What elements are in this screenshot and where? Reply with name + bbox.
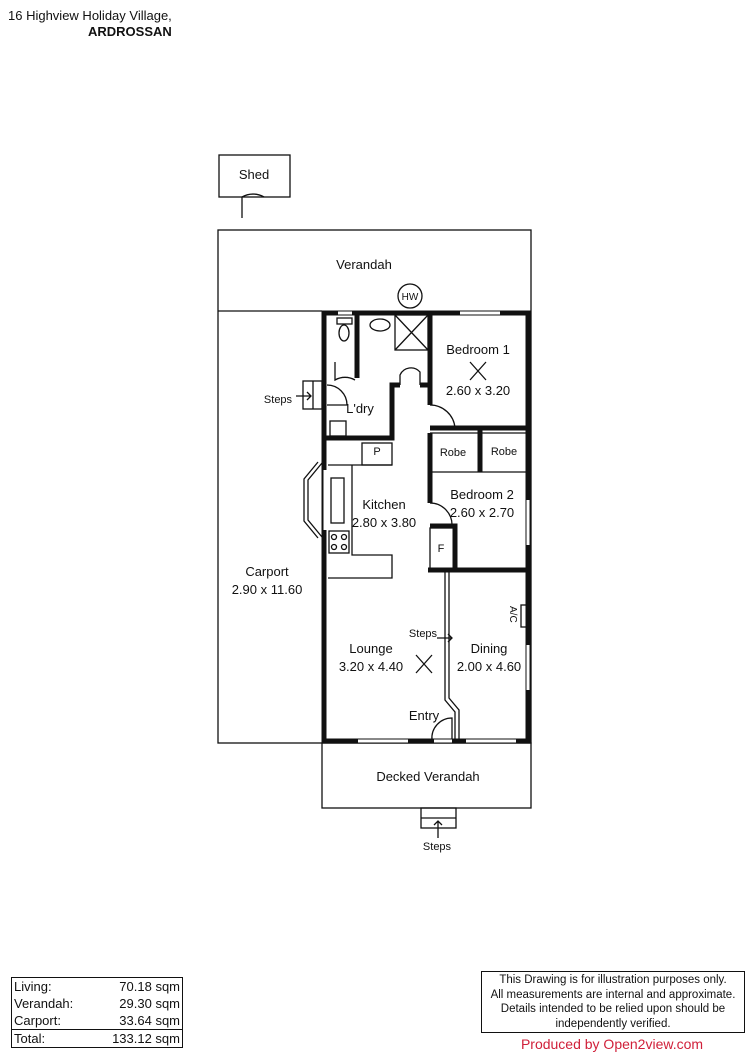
laundry-tub xyxy=(329,420,347,437)
disclaimer-line: Details intended to be relied upon shoul… xyxy=(500,1003,726,1015)
area-value: 70.18 sqm xyxy=(119,979,180,994)
size-bedroom1: 2.60 x 3.20 xyxy=(446,383,510,398)
label-hw: HW xyxy=(402,292,419,303)
label-verandah: Verandah xyxy=(336,257,392,272)
producer-credit: Produced by Open2view.com xyxy=(520,1036,704,1052)
disclaimer-box: This Drawing is for illustration purpose… xyxy=(481,971,745,1033)
ceiling-fan-icon xyxy=(415,654,433,674)
lounge-dining-divider xyxy=(444,572,460,740)
town-name: ARDROSSAN xyxy=(88,24,172,39)
label-steps-front: Steps xyxy=(423,841,452,853)
label-bedroom1: Bedroom 1 xyxy=(446,342,510,357)
shed-outline xyxy=(218,154,291,198)
label-carport: Carport xyxy=(245,564,289,579)
label-dining: Dining xyxy=(471,641,508,656)
disclaimer-line: All measurements are internal and approx… xyxy=(490,988,736,1001)
label-kitchen: Kitchen xyxy=(362,497,405,512)
area-value: 33.64 sqm xyxy=(119,1013,180,1028)
area-summary-table: Living: 70.18 sqm Verandah: 29.30 sqm Carp… xyxy=(11,977,183,1048)
label-pantry: P xyxy=(373,446,380,458)
size-kitchen: 2.80 x 3.80 xyxy=(352,515,416,530)
total-label: Total: xyxy=(14,1031,46,1046)
label-robe-2: Robe xyxy=(491,446,517,458)
label-bedroom2: Bedroom 2 xyxy=(450,487,514,502)
disclaimer-line: independently verified. xyxy=(555,1017,671,1030)
toilet-icon xyxy=(338,324,350,342)
arrow-up-icon xyxy=(433,820,443,838)
sink-icon xyxy=(330,477,345,524)
size-lounge: 3.20 x 4.40 xyxy=(339,659,403,674)
cooktop-icon xyxy=(328,530,350,554)
label-ac: A/C xyxy=(507,606,518,623)
address-line: 16 Highview Holiday Village, xyxy=(8,8,172,23)
area-row: Carport: 33.64 sqm xyxy=(12,1012,182,1029)
label-decked-verandah: Decked Verandah xyxy=(376,769,479,784)
hot-water-unit xyxy=(397,283,423,309)
area-label: Verandah: xyxy=(14,996,74,1011)
size-carport: 2.90 x 11.60 xyxy=(232,582,303,597)
address-header: 16 Highview Holiday Village, ARDROSSAN xyxy=(8,8,172,40)
kitchen-bench xyxy=(328,464,393,579)
label-laundry: L'dry xyxy=(346,401,374,416)
shed-door xyxy=(241,193,265,218)
label-robe-1: Robe xyxy=(440,447,466,459)
arrow-right-icon xyxy=(296,391,312,401)
label-lounge: Lounge xyxy=(349,641,392,656)
total-value: 133.12 sqm xyxy=(112,1031,180,1046)
label-shed: Shed xyxy=(239,167,269,182)
area-row: Verandah: 29.30 sqm xyxy=(12,995,182,1012)
bay-window xyxy=(303,461,323,539)
label-fridge: F xyxy=(438,543,445,555)
size-dining: 2.00 x 4.60 xyxy=(457,659,521,674)
label-entry: Entry xyxy=(409,708,440,723)
area-total-row: Total: 133.12 sqm xyxy=(12,1029,182,1047)
area-row: Living: 70.18 sqm xyxy=(12,978,182,995)
label-steps-inner: Steps xyxy=(409,628,438,640)
windows xyxy=(323,311,530,743)
basin-icon xyxy=(369,318,391,332)
label-steps-side: Steps xyxy=(264,394,293,406)
ceiling-fan-icon xyxy=(469,361,487,381)
area-label: Carport: xyxy=(14,1013,61,1028)
size-bedroom2: 2.60 x 2.70 xyxy=(450,505,514,520)
area-label: Living: xyxy=(14,979,52,994)
area-value: 29.30 sqm xyxy=(119,996,180,1011)
disclaimer-line: This Drawing is for illustration purpose… xyxy=(499,974,727,986)
